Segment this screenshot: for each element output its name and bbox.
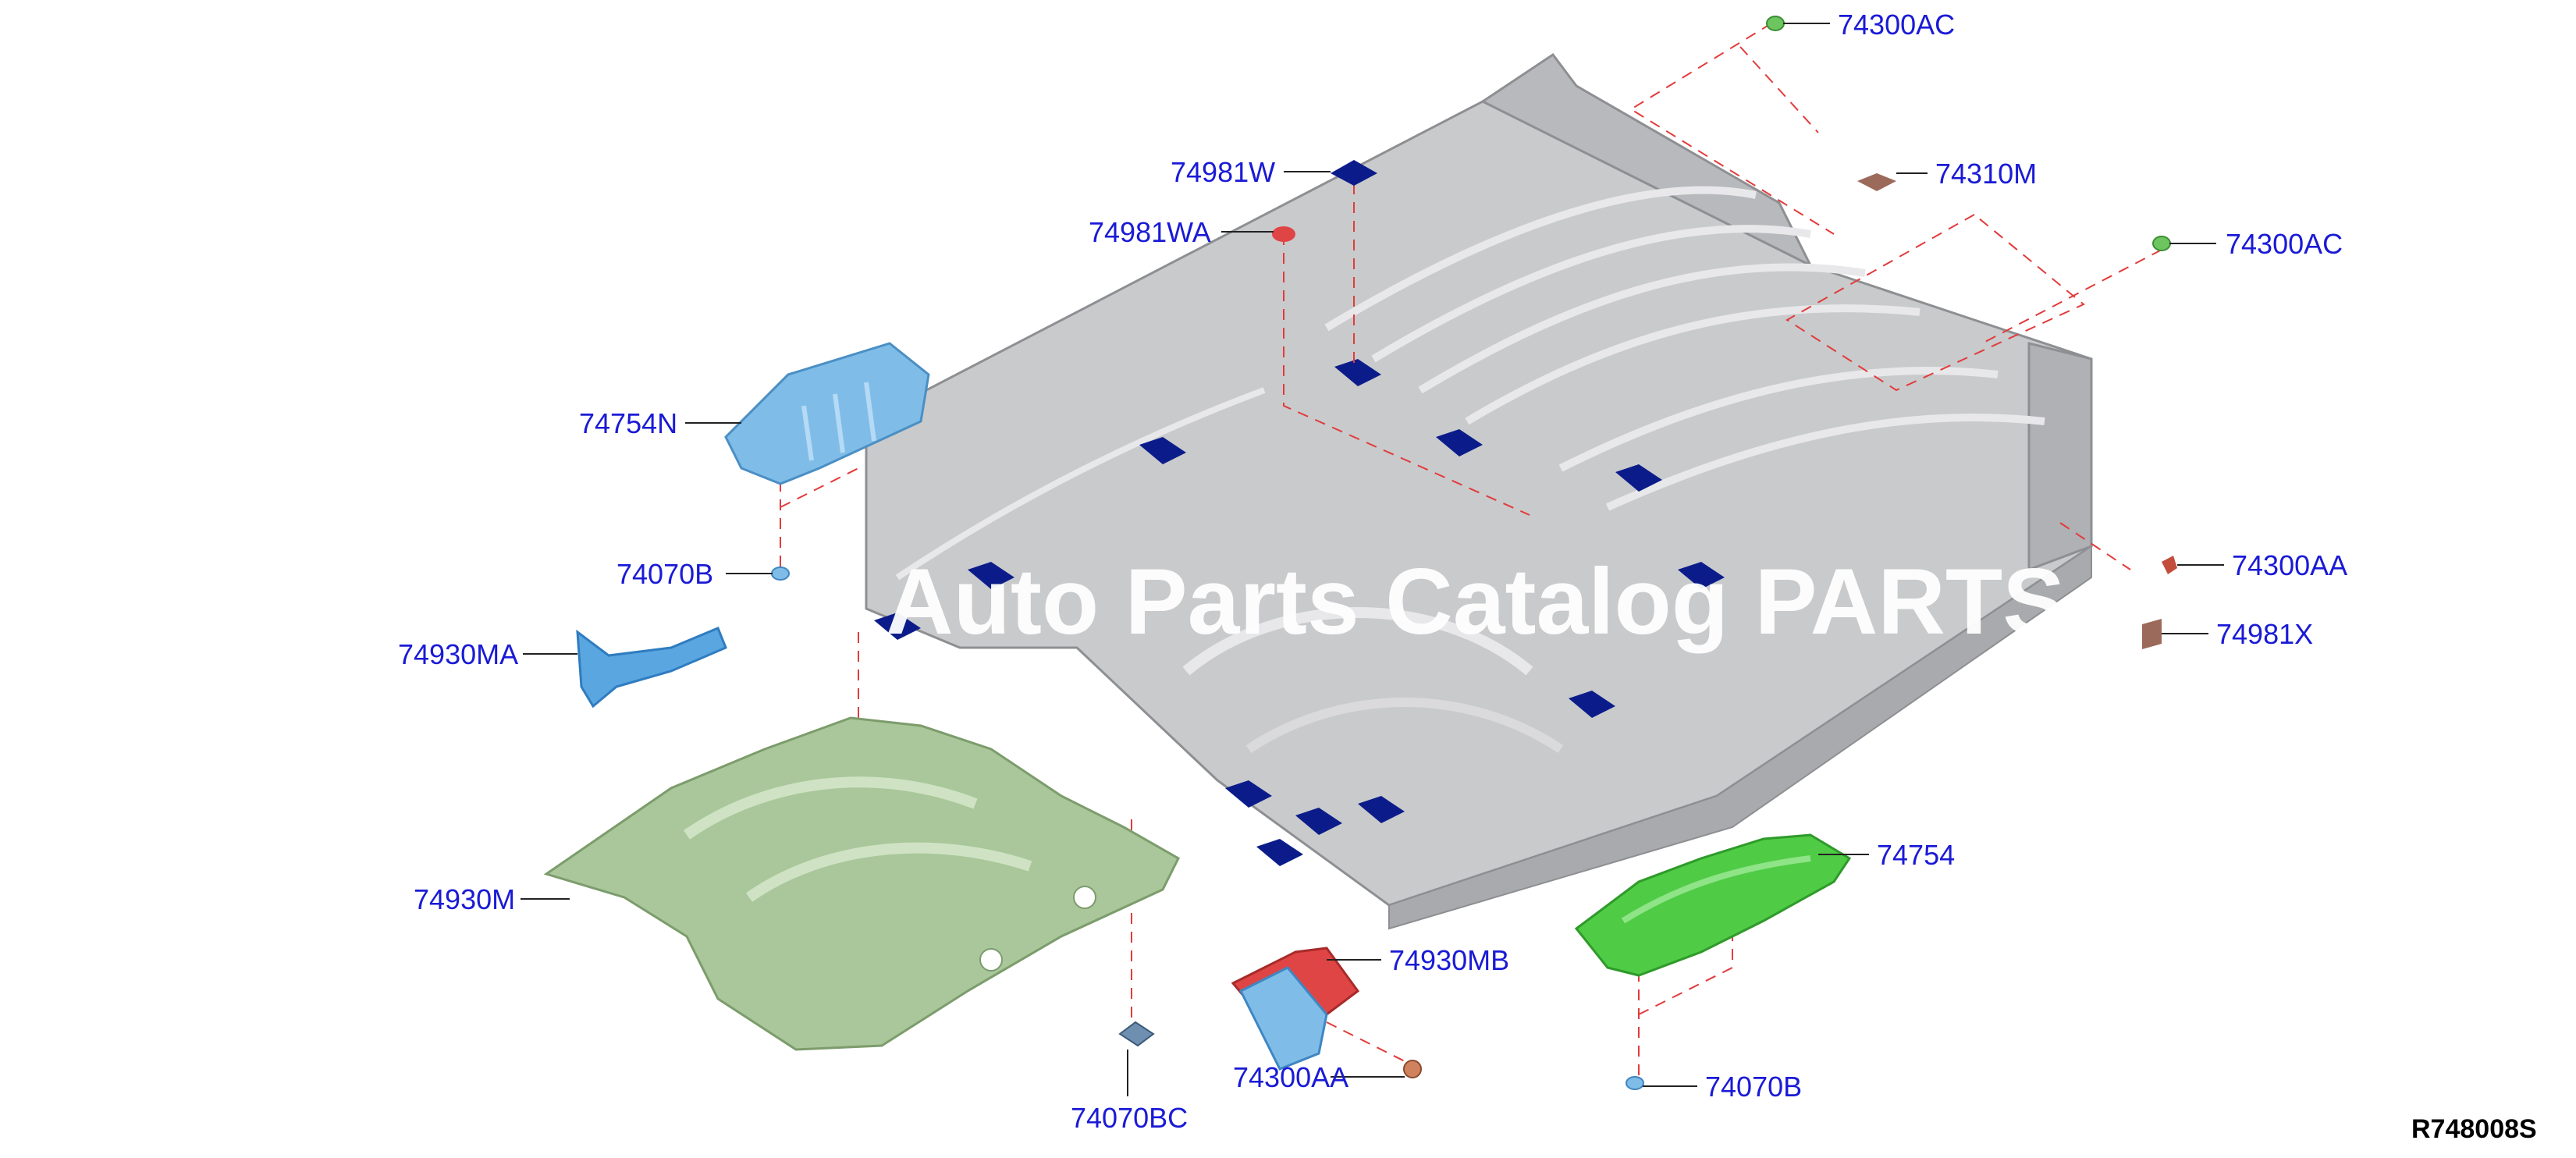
hardware — [771, 16, 2177, 1090]
patch-icon — [2142, 619, 2162, 649]
floor-pads — [874, 359, 1725, 866]
watermark-text: Auto Parts Catalog PARTS — [886, 549, 2065, 654]
callout-labels: 74300AC 74981W 74310M 74981WA 74300AC 74… — [398, 9, 2347, 1134]
label-74930M[interactable]: 74930M — [414, 883, 515, 915]
label-74300AA[interactable]: 74300AA — [1233, 1061, 1348, 1093]
label-74300AC[interactable]: 74300AC — [1838, 9, 1955, 41]
label-74930MB[interactable]: 74930MB — [1389, 944, 1509, 976]
label-74930MA[interactable]: 74930MA — [398, 638, 518, 670]
grommet-icon — [1403, 1060, 1422, 1078]
label-74070B[interactable]: 74070B — [1705, 1071, 1802, 1103]
patch-icon — [1857, 173, 1896, 191]
label-74981WA[interactable]: 74981WA — [1089, 216, 1211, 248]
clip-icon — [1118, 1021, 1155, 1047]
label-74310M[interactable]: 74310M — [1935, 158, 2037, 190]
label-74300AA-right[interactable]: 74300AA — [2232, 549, 2347, 581]
part-74930MA-shape — [576, 627, 727, 709]
clip-icon — [771, 567, 790, 581]
label-74070B-top[interactable]: 74070B — [616, 558, 713, 590]
part-74754-shape — [1574, 833, 1852, 977]
floor-panel — [865, 52, 2093, 930]
leader-lines — [521, 23, 2224, 1096]
part-74754N-shape — [724, 342, 930, 485]
plug-icon — [1272, 226, 1295, 242]
label-74981W[interactable]: 74981W — [1171, 156, 1275, 188]
clip-icon — [2152, 236, 2171, 251]
part-74930M-shape — [543, 716, 1180, 1051]
label-74754[interactable]: 74754 — [1877, 839, 1955, 871]
clip-icon — [1766, 16, 1785, 31]
label-74754N[interactable]: 74754N — [579, 407, 677, 439]
label-74981X[interactable]: 74981X — [2216, 618, 2313, 650]
drawing-number: R748008S — [2411, 1114, 2537, 1144]
clip-icon — [1626, 1076, 1644, 1090]
grommet-icon — [2162, 556, 2177, 574]
label-74070BC[interactable]: 74070BC — [1071, 1102, 1188, 1134]
pad-icon — [1331, 160, 1377, 186]
part-74930MB-shape — [1231, 947, 1360, 1071]
label-74300AC-right[interactable]: 74300AC — [2226, 228, 2343, 260]
